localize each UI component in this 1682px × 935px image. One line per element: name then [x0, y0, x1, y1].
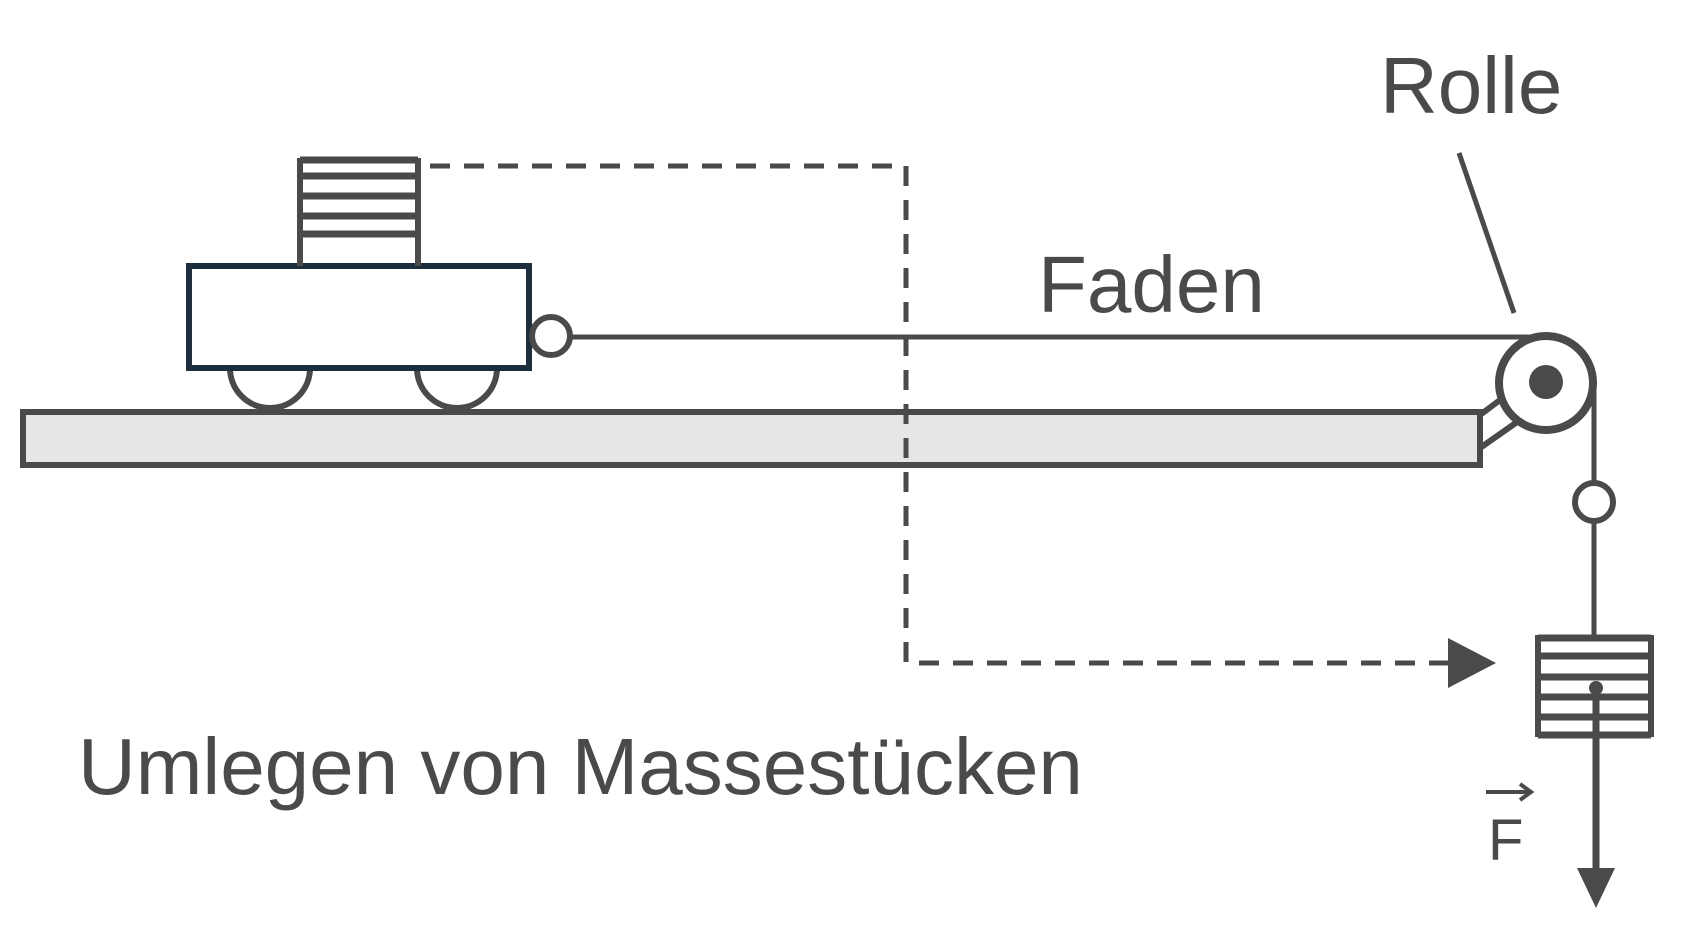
label-faden: Faden	[1038, 240, 1265, 329]
cart-body	[186, 263, 532, 371]
hanger-hook	[1572, 480, 1616, 524]
relocation-path	[430, 163, 1448, 666]
label-force: F	[1488, 808, 1523, 873]
pulley-leader-line	[1456, 152, 1517, 314]
label-rolle: Rolle	[1380, 41, 1562, 130]
track	[20, 409, 1483, 468]
relocation-arrow-head	[1448, 638, 1496, 688]
force-vector-arrow-icon	[1486, 782, 1535, 802]
caption: Umlegen von Massestücken	[78, 722, 1083, 811]
cart-mass-stack	[297, 156, 421, 266]
cart-wheel-right	[414, 367, 500, 411]
cart-hook	[529, 314, 573, 358]
pulley-axle	[1529, 365, 1563, 399]
force-arrow-head	[1577, 868, 1615, 908]
pulley-mount	[1478, 397, 1522, 451]
cart-wheel-left	[227, 367, 313, 411]
